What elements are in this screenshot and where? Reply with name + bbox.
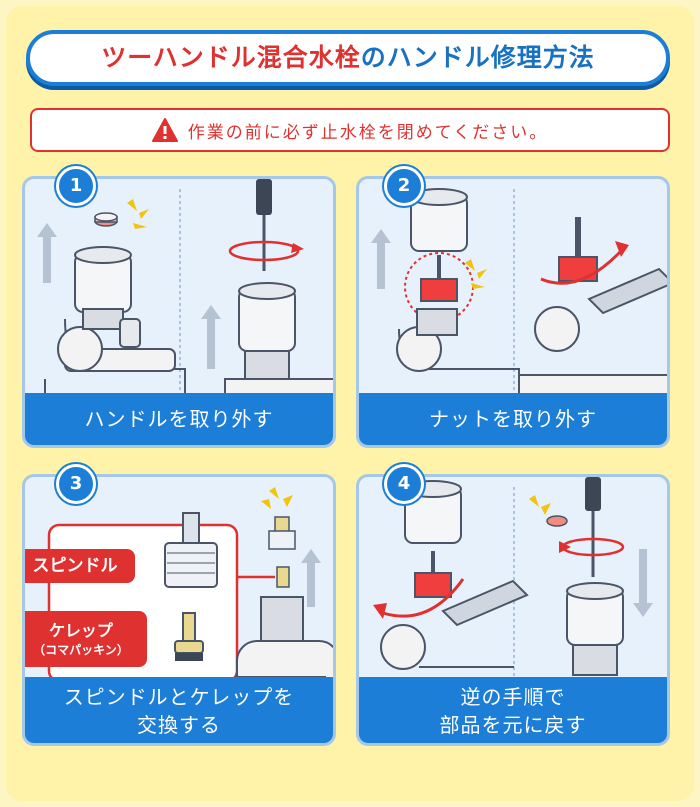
sparkle-icon: [529, 495, 551, 515]
removed-handle-icon: [410, 188, 468, 252]
warning-banner: 作業の前に必ず止水栓を閉めてください。: [30, 108, 670, 152]
screwdriver-icon: [256, 179, 272, 271]
warning-icon: [151, 118, 178, 142]
step-2-panel: ナットを取り外す: [356, 176, 670, 448]
step-1-caption: ハンドルを取り外す: [25, 393, 333, 445]
faucet-body-right: [224, 282, 333, 398]
step-3-caption: スピンドルとケレップを 交換する: [25, 677, 333, 743]
rotate-arrow-icon: [228, 240, 304, 262]
faucet-body-right: [518, 306, 667, 398]
spindle-icon: [164, 512, 218, 588]
sparkle-icon: [261, 487, 293, 509]
spindle-label: スピンドル: [25, 549, 135, 583]
up-arrow-icon: [37, 223, 57, 283]
kerepp-label-main: ケレップ: [49, 621, 113, 640]
step-3-caption-line1: スピンドルとケレップを: [63, 685, 295, 709]
down-arrow-icon: [633, 549, 653, 617]
faucet-pipe: [380, 624, 514, 670]
step-1-illustration: [37, 179, 333, 398]
step-3-caption-line2: 交換する: [137, 713, 221, 737]
nut-icon: [420, 255, 458, 302]
up-arrow-icon-2: [201, 305, 221, 369]
screwdriver-icon: [585, 477, 601, 577]
step-3-panel: スピンドル ケレップ （コマパッキン） スピンドルとケレップを 交換する: [22, 474, 336, 746]
faucet-pipe: [44, 318, 186, 398]
faucet-handle: [74, 246, 141, 348]
kerepp-label-sub: （コマパッキン）: [33, 643, 129, 657]
up-arrow-icon: [301, 549, 321, 607]
small-spindle-icon: [268, 516, 296, 588]
title-product: ツーハンドル混合水栓: [101, 43, 361, 72]
step-3-number: 3: [56, 464, 96, 504]
step-4-illustration: [373, 477, 653, 682]
step-1-panel: ハンドルを取り外す: [22, 176, 336, 448]
step-4-panel: 逆の手順で 部品を元に戻す: [356, 474, 670, 746]
wrench-icon: [441, 579, 529, 627]
handle-icon: [404, 480, 462, 544]
kerepp-label: ケレップ （コマパッキン）: [25, 611, 147, 667]
step-4-caption-line2: 部品を元に戻す: [439, 713, 587, 737]
step-2-caption: ナットを取り外す: [359, 393, 667, 445]
kerepp-icon: [174, 612, 204, 661]
wrench-icon: [558, 217, 667, 315]
removed-cap-icon: [94, 212, 118, 227]
rotate-arrow-icon: [373, 578, 465, 619]
rotate-arrow-icon-2: [559, 537, 625, 557]
warning-text: 作業の前に必ず止水栓を閉めてください。: [187, 122, 549, 143]
cap-icon: [546, 515, 568, 527]
faucet-body-right: [566, 582, 624, 676]
page-title: ツーハンドル混合水栓のハンドル修理方法: [26, 30, 670, 86]
title-method: のハンドル修理方法: [360, 43, 595, 72]
step-1-number: 1: [56, 166, 96, 206]
step-2-number: 2: [384, 166, 424, 206]
step-4-caption-line1: 逆の手順で: [460, 685, 566, 709]
nut-icon: [414, 551, 452, 598]
sparkle-icon: [127, 199, 149, 229]
up-arrow-icon: [371, 229, 391, 289]
step-4-caption: 逆の手順で 部品を元に戻す: [359, 677, 667, 743]
faucet-pipe: [379, 308, 520, 398]
sparkle-icon: [465, 259, 487, 289]
step-2-illustration: [371, 188, 667, 398]
step-4-number: 4: [384, 464, 424, 504]
rotate-arrow-icon: [540, 241, 629, 285]
